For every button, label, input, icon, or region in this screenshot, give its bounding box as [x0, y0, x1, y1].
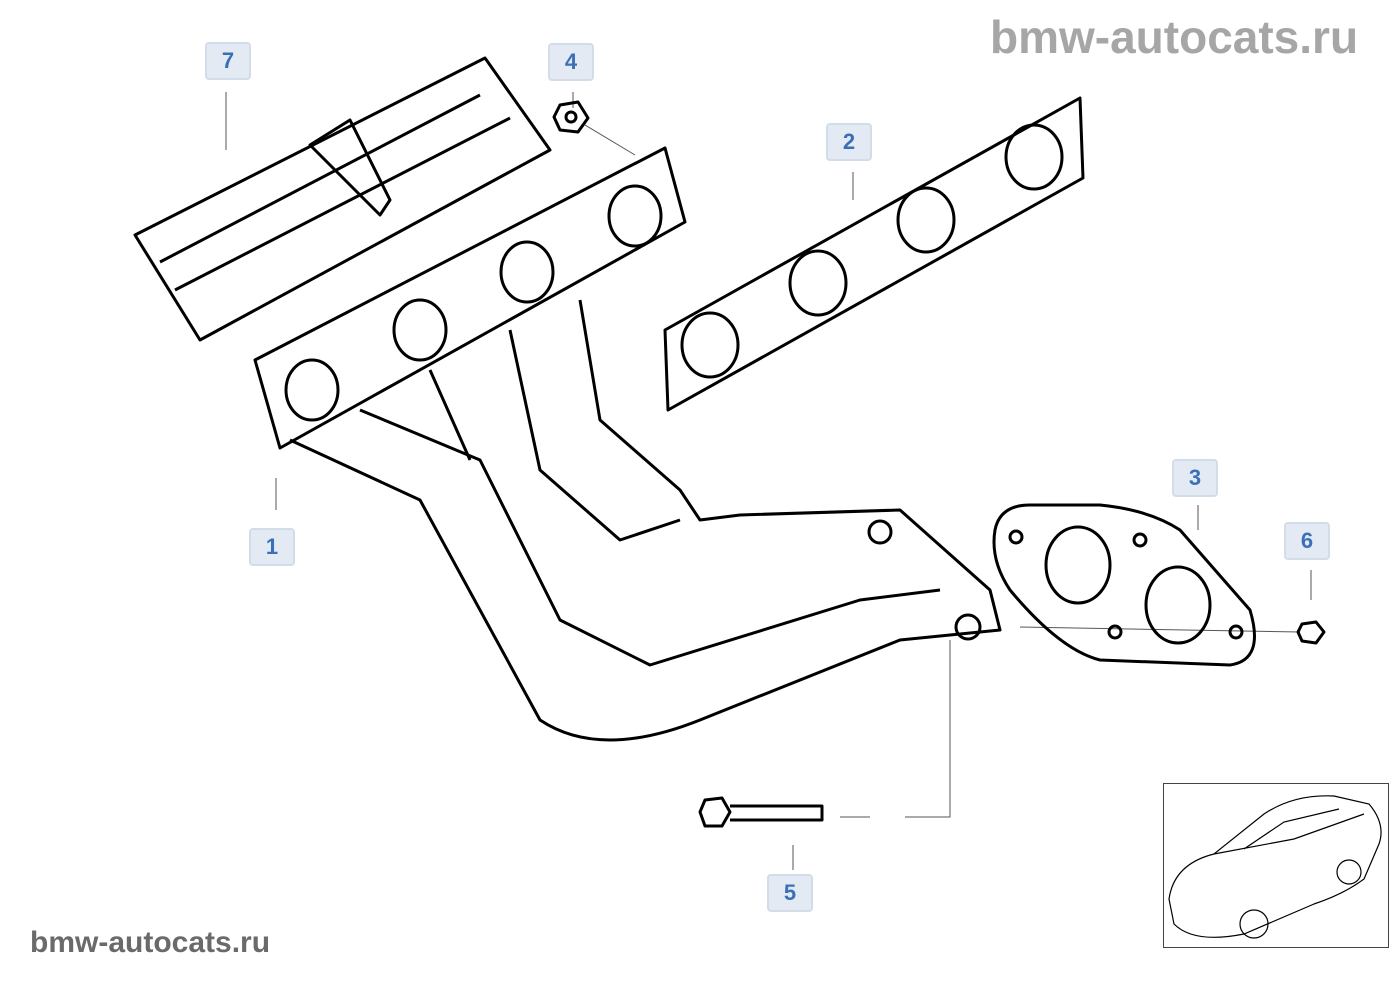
nut-part-6 — [1296, 620, 1326, 645]
callout-3[interactable]: 3 — [1172, 459, 1218, 497]
bolt-part-5 — [698, 796, 824, 828]
callout-5[interactable]: 5 — [767, 874, 813, 912]
vehicle-thumbnail — [1163, 783, 1389, 948]
callout-2[interactable]: 2 — [826, 123, 872, 161]
callout-6[interactable]: 6 — [1284, 522, 1330, 560]
heat-shield-part-7 — [133, 56, 552, 342]
leader-lines — [225, 92, 1312, 870]
manifold-part-1 — [253, 146, 1002, 742]
watermark-bottom: bmw-autocats.ru — [30, 926, 271, 959]
gasket-part-3 — [992, 503, 1256, 667]
callout-1[interactable]: 1 — [249, 528, 295, 566]
gasket-part-2 — [663, 96, 1085, 412]
watermark-top: bmw-autocats.ru — [990, 11, 1359, 63]
callout-4[interactable]: 4 — [548, 43, 594, 81]
car-icon — [1168, 795, 1382, 939]
callout-7[interactable]: 7 — [205, 42, 251, 80]
nut-part-4 — [552, 100, 590, 134]
